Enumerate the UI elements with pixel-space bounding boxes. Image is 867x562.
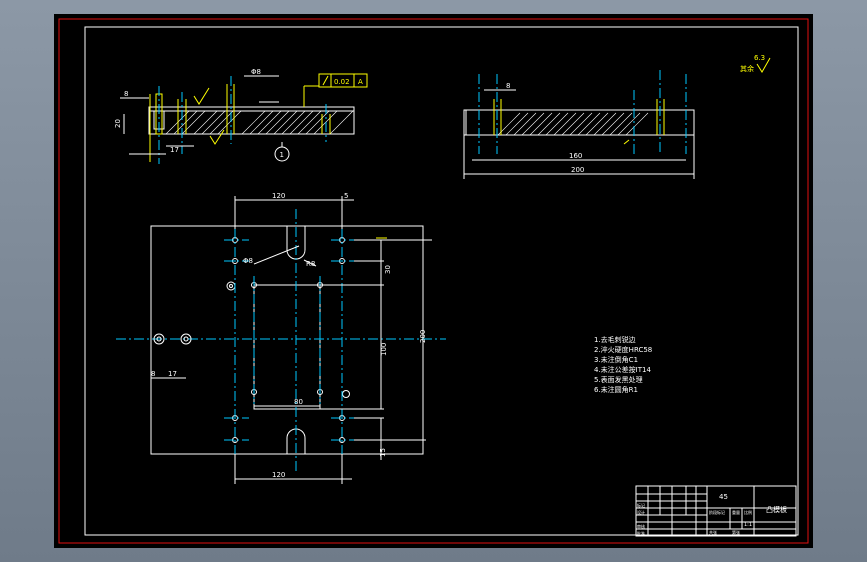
dim-r1: 30 <box>384 265 392 274</box>
technical-notes: 1.去毛刺锐边 2.淬火硬度HRC58 3.未注倒角C1 4.未注公差按IT14… <box>594 335 652 394</box>
dim-small: 8 <box>506 82 510 90</box>
roughness-symbol <box>193 87 210 105</box>
part-balloon <box>274 146 290 162</box>
tb-row-label: 第张 <box>732 529 740 535</box>
tb-row-label: 阶段标记 <box>709 509 725 515</box>
roughness-symbol <box>209 129 225 145</box>
drawing-canvas: 8 20 17 Φ8 0.02 A <box>58 18 809 544</box>
dim-left-8: 8 <box>151 370 155 378</box>
inner-border <box>84 26 799 536</box>
note-1: 1.去毛刺锐边 <box>594 335 636 344</box>
tb-material: 45 <box>719 493 728 501</box>
dim-height: 20 <box>114 119 122 128</box>
note-5: 5.表面发黑处理 <box>594 375 643 384</box>
section-view-right: 8 160 200 <box>463 70 695 179</box>
general-roughness: 其余 6.3 <box>740 54 771 73</box>
tb-row-label: 重量 <box>732 509 740 515</box>
dim-r3: 15 <box>379 448 387 457</box>
dim-top-width: 120 <box>272 192 285 200</box>
dim-label: 8 <box>124 90 128 98</box>
dim-r2: 100 <box>380 343 388 356</box>
roughness-label: 其余 <box>740 64 754 73</box>
note-2: 2.淬火硬度HRC58 <box>594 345 652 354</box>
drawing-sheet[interactable]: 8 20 17 Φ8 0.02 A <box>54 14 813 548</box>
roughness-icon <box>756 57 771 73</box>
tb-row-label: 比例 <box>744 509 752 515</box>
dim-hole-callout: Φ8 <box>243 257 253 265</box>
dim-inner-width: 80 <box>294 398 303 406</box>
tolerance-frame: 0.02 A <box>303 73 368 107</box>
dim-height-main: 200 <box>419 330 427 343</box>
title-block: 标记 设计 审核 批准 阶段标记 重量 比例 共张 第张 45 1:1 凸模板 <box>635 485 797 537</box>
roughness-value: 6.3 <box>754 54 765 62</box>
tb-row-label: 标记 <box>637 502 645 508</box>
dim-right-small: 5 <box>344 192 348 200</box>
dim-inner: 160 <box>569 152 582 160</box>
dim-overall: 200 <box>571 166 584 174</box>
tb-row-label: 审核 <box>637 523 645 529</box>
balloon-number: 1 <box>280 151 284 159</box>
plan-view: 120 5 120 80 17 8 30 <box>116 192 446 484</box>
tb-row-label: 设计 <box>637 509 645 515</box>
tb-scale: 1:1 <box>744 522 752 528</box>
section-view-left: 8 20 17 Φ8 0.02 A <box>114 68 368 164</box>
note-6: 6.未注圆角R1 <box>594 385 638 394</box>
tol-datum: A <box>358 78 363 86</box>
dim-hole: Φ8 <box>251 68 261 76</box>
tb-name: 凸模板 <box>766 505 787 514</box>
hatch-right <box>497 112 649 136</box>
tb-row-label: 共张 <box>709 529 717 535</box>
hatch-left <box>165 110 354 135</box>
note-4: 4.未注公差按IT14 <box>594 365 651 374</box>
dim-bottom-width: 120 <box>272 471 285 479</box>
dim-left-small: 17 <box>168 370 177 378</box>
note-3: 3.未注倒角C1 <box>594 355 638 364</box>
tol-value: 0.02 <box>334 78 350 86</box>
outer-frame <box>58 18 809 544</box>
dim-slot: R8 <box>306 260 315 268</box>
dim-left-offset: 17 <box>170 146 179 154</box>
tb-row-label: 批准 <box>637 530 645 536</box>
